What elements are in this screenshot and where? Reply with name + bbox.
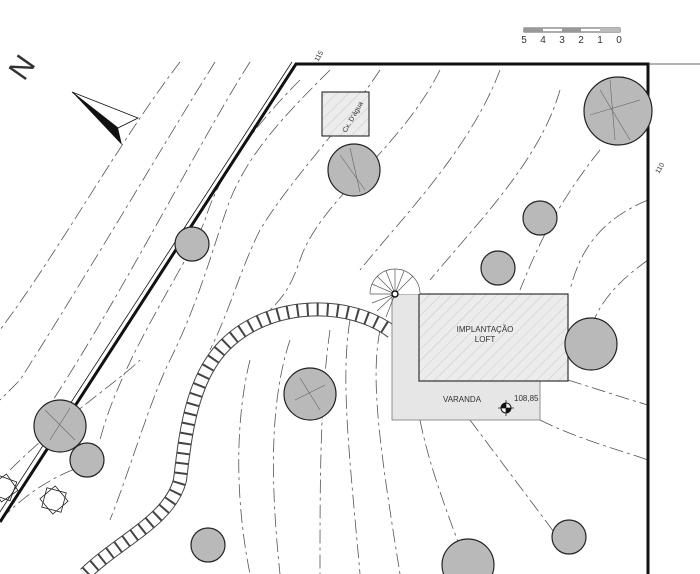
tree-icon — [190, 527, 226, 563]
scale-tick: 2 — [578, 35, 584, 46]
contour-label-110: 110 — [655, 162, 667, 175]
north-label: N — [3, 49, 42, 86]
tree-icon — [33, 399, 87, 453]
scale-tick: 3 — [559, 35, 565, 46]
tree-icon — [551, 519, 587, 555]
loft-label-line2: LOFT — [475, 335, 496, 344]
scale-tick: 4 — [540, 35, 546, 46]
scale-tick: 0 — [616, 35, 622, 46]
shrub-icon — [0, 473, 69, 515]
tree-icon — [583, 76, 653, 146]
tree-icon — [69, 442, 105, 478]
trees — [33, 76, 653, 574]
north-arrow-icon — [71, 91, 139, 145]
scale-tick: 5 — [521, 35, 527, 46]
water-tank — [321, 91, 370, 137]
tree-icon — [327, 143, 381, 197]
scale-tick: 1 — [597, 35, 603, 46]
tree-icon — [522, 200, 558, 236]
tree-icon — [174, 226, 210, 262]
porch-label: VARANDA — [443, 395, 482, 404]
loft-footprint — [418, 293, 569, 382]
tree-icon — [564, 317, 618, 371]
contour-lines — [0, 61, 649, 574]
elevation-marker-icon — [498, 400, 514, 416]
elevation-value: 108,85 — [514, 394, 539, 403]
contour-label-115: 115 — [314, 50, 326, 63]
scale-bar — [523, 27, 621, 33]
loft-label-line1: IMPLANTAÇÃO — [457, 325, 514, 334]
tree-icon — [441, 538, 495, 574]
tree-icon — [480, 250, 516, 286]
spiral-stair-icon — [369, 268, 421, 318]
